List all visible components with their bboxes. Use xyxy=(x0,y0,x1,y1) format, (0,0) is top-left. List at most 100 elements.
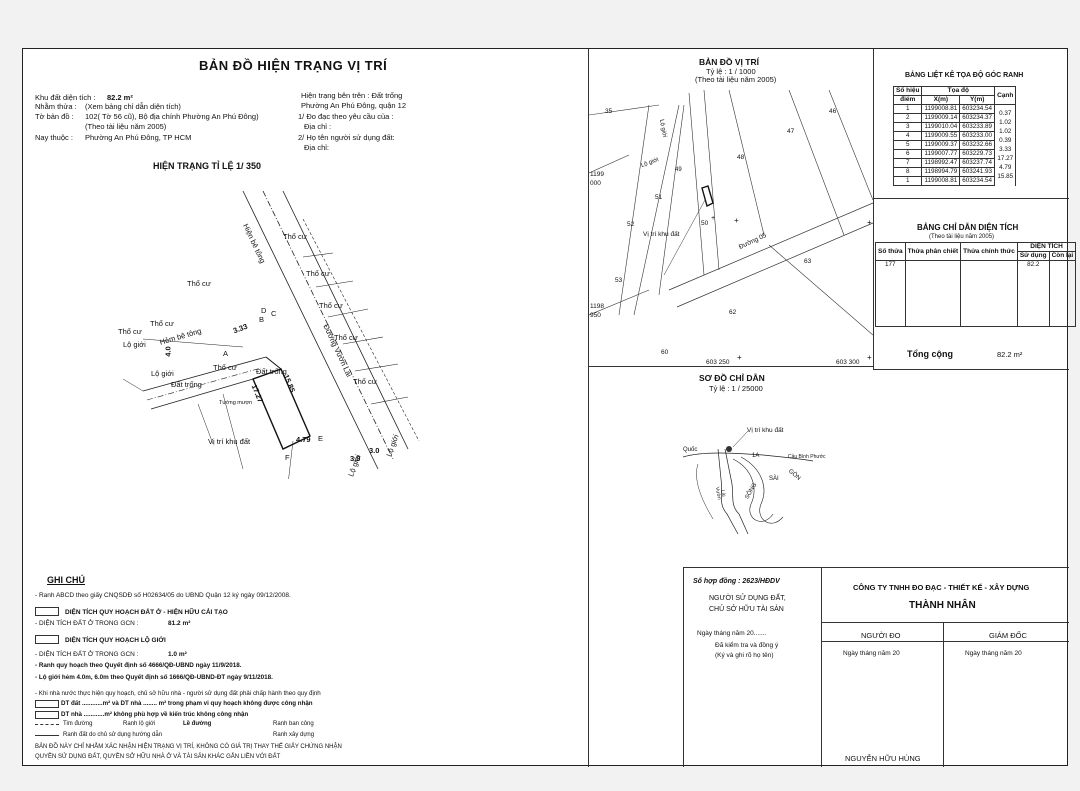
map-sheet: BẢN ĐỒ HIỆN TRẠNG VỊ TRÍ Khu đất diện tí… xyxy=(22,48,1077,767)
coord-y-value: 603237.74 xyxy=(959,158,996,168)
label-tho-cu-5: Thổ cư xyxy=(353,377,377,386)
guide-route: 1A xyxy=(752,453,760,459)
coord-th-canh: Cạnh xyxy=(994,86,1017,105)
director-name: NGUYỄN HỮU HÙNG xyxy=(845,754,921,763)
note-line-13: Lề đường xyxy=(183,721,212,727)
sheet-label: Tờ bản đồ : xyxy=(35,112,74,121)
dim-3-0-b: 3.0 xyxy=(369,446,380,455)
svg-text:+: + xyxy=(711,215,715,222)
guide-cau: Cầu Bình Phước xyxy=(788,454,826,460)
area-td-chinhthuc xyxy=(960,260,1018,327)
coord-y-value: 603234.37 xyxy=(959,113,996,123)
coord-y-value: 603234.54 xyxy=(959,104,996,114)
note-line-9: DT đất ............m² và DT nhà ........… xyxy=(61,700,313,707)
coord-x-value: 1199009.37 xyxy=(921,140,961,150)
area-th-dientich: DIỆN TÍCH xyxy=(1016,242,1077,252)
legend-box-3 xyxy=(35,700,59,708)
coord-x-value: 1199008.81 xyxy=(921,176,961,186)
coord-point-id: 7 xyxy=(892,158,923,168)
note-line-3: - DIỆN TÍCH ĐẤT Ở TRONG GCN : xyxy=(35,620,139,627)
guide-map-title: SƠ ĐỒ CHỈ DẪN xyxy=(699,373,765,383)
loc-vi-tri: Vị trí khu đất xyxy=(643,231,680,238)
loc-map-scale: Tỷ lệ : 1 / 1000 xyxy=(706,67,756,76)
coord-y-value: 603229.73 xyxy=(959,149,996,159)
area-td-sudung: 82.2 xyxy=(1016,260,1050,327)
label-dat-trong-2: Đất trống xyxy=(171,380,202,389)
notes-title: GHI CHÚ xyxy=(47,575,85,585)
svg-text:+: + xyxy=(867,353,872,362)
coord-th-x: X(m) xyxy=(921,95,961,105)
label-dat-trong: Đất trống xyxy=(256,367,287,376)
sheet-value: 102( Tờ 56 cũ), Bộ địa chính Phường An P… xyxy=(85,112,259,121)
coord-y-value: 603234.54 xyxy=(959,176,996,186)
label-tho-cu-2: Thổ cư xyxy=(306,269,330,278)
company-line: CÔNG TY TNHH ĐO ĐẠC - THIẾT KẾ - XÂY DỰN… xyxy=(853,583,1030,592)
request-line: 1/ Đo đạc theo yêu cầu của : xyxy=(298,112,394,121)
area-table-title: BẢNG CHỈ DẪN DIỆN TÍCH xyxy=(917,223,1019,232)
coord-x-value: 1198992.47 xyxy=(921,158,961,168)
coord-point-id: 6 xyxy=(892,149,923,159)
coord-point-id: 1 xyxy=(892,176,923,186)
owner-date: Ngày tháng năm 20....... xyxy=(697,630,767,637)
legend-box-1 xyxy=(35,607,59,616)
coord-x1: 603 250 xyxy=(706,359,730,366)
parcel-63: 63 xyxy=(804,258,812,265)
coord-edge-value: 0.39 xyxy=(994,135,1017,145)
divider-h-area xyxy=(873,369,1069,370)
label-vi-tri: Vị trí khu đất xyxy=(208,437,251,446)
guide-quoc: Quốc xyxy=(683,447,698,453)
plot-label: Nhằm thửa : xyxy=(35,102,77,111)
dim-3-0-a: 3.0 xyxy=(350,454,361,463)
divider-h-loc xyxy=(588,366,874,367)
coord-x-value: 1198994.79 xyxy=(921,167,961,177)
coord-y2b: 950 xyxy=(590,312,601,319)
status-map-title: HIỆN TRẠNG TỈ LỆ 1/ 350 xyxy=(153,161,262,171)
status-map xyxy=(122,190,420,479)
coord-edge-value: 17.27 xyxy=(994,153,1017,163)
address-line-1: Địa chỉ : xyxy=(304,122,332,131)
area-total-value: 82.2 m² xyxy=(997,350,1023,359)
note-line-3-value: 81.2 m² xyxy=(168,620,191,627)
note-line-7: - Lộ giới hẻm 4.0m, 6.0m theo Quyết định… xyxy=(35,674,273,681)
coord-point-id: 5 xyxy=(892,140,923,150)
coord-edge-value: 4.79 xyxy=(994,162,1017,172)
parcel-48: 48 xyxy=(737,154,745,161)
divider-h-sign-2 xyxy=(821,641,1069,642)
note-line-10: DT nhà ............m² không phù hợp về k… xyxy=(61,711,249,718)
main-title: BẢN ĐỒ HIỆN TRẠNG VỊ TRÍ xyxy=(199,58,388,73)
label-tho-cu-7: Thổ cư xyxy=(150,319,174,328)
note-line-5: - DIỆN TÍCH ĐẤT Ở TRONG GCN : xyxy=(35,651,139,658)
coord-edge-value: 1.02 xyxy=(994,126,1017,136)
note-line-4: DIỆN TÍCH QUY HOẠCH LỘ GIỚI xyxy=(65,637,166,644)
sign-note: (Ký và ghi rõ họ tên) xyxy=(715,652,774,659)
coord-th-diem: điểm xyxy=(892,95,923,105)
dim-4-0: 4.0 xyxy=(163,346,173,357)
parcel-46: 46 xyxy=(829,108,837,115)
loc-map-note: (Theo tài liệu năm 2005) xyxy=(695,75,777,84)
label-tho-cu-1: Thổ cư xyxy=(283,232,307,241)
coord-th-toado: Tọa độ xyxy=(921,86,996,96)
belongs-label: Nay thuộc : xyxy=(35,133,73,142)
area-th-chinhthuc: Thửa chính thức xyxy=(960,242,1018,261)
owner-line-2: CHỦ SỞ HỮU TÀI SẢN xyxy=(709,606,784,613)
area-total-label: Tổng cộng xyxy=(907,349,953,359)
coord-y1: 1199 xyxy=(590,171,604,178)
area-label: Khu đất diện tích : xyxy=(35,93,96,102)
guide-sai: SÀI xyxy=(769,476,779,482)
parcel-51: 51 xyxy=(655,194,663,201)
note-line-18: QUYỀN SỬ DỤNG ĐẤT, QUYỀN SỞ HỮU NHÀ Ở VÀ… xyxy=(35,754,281,760)
coord-y-value: 603241.93 xyxy=(959,167,996,177)
coord-table-title: BẢNG LIỆT KÊ TỌA ĐỘ GÓC RANH xyxy=(905,72,1024,79)
surveyor-date: Ngày tháng năm 20 xyxy=(843,650,900,657)
divider-h-titleblock xyxy=(683,567,1069,568)
parcel-60: 60 xyxy=(661,349,669,356)
coord-edge-value: 0.37 xyxy=(994,108,1017,118)
area-td-conlai xyxy=(1048,260,1077,327)
point-f: F xyxy=(285,453,290,462)
location-map: + + + + + xyxy=(589,89,873,362)
